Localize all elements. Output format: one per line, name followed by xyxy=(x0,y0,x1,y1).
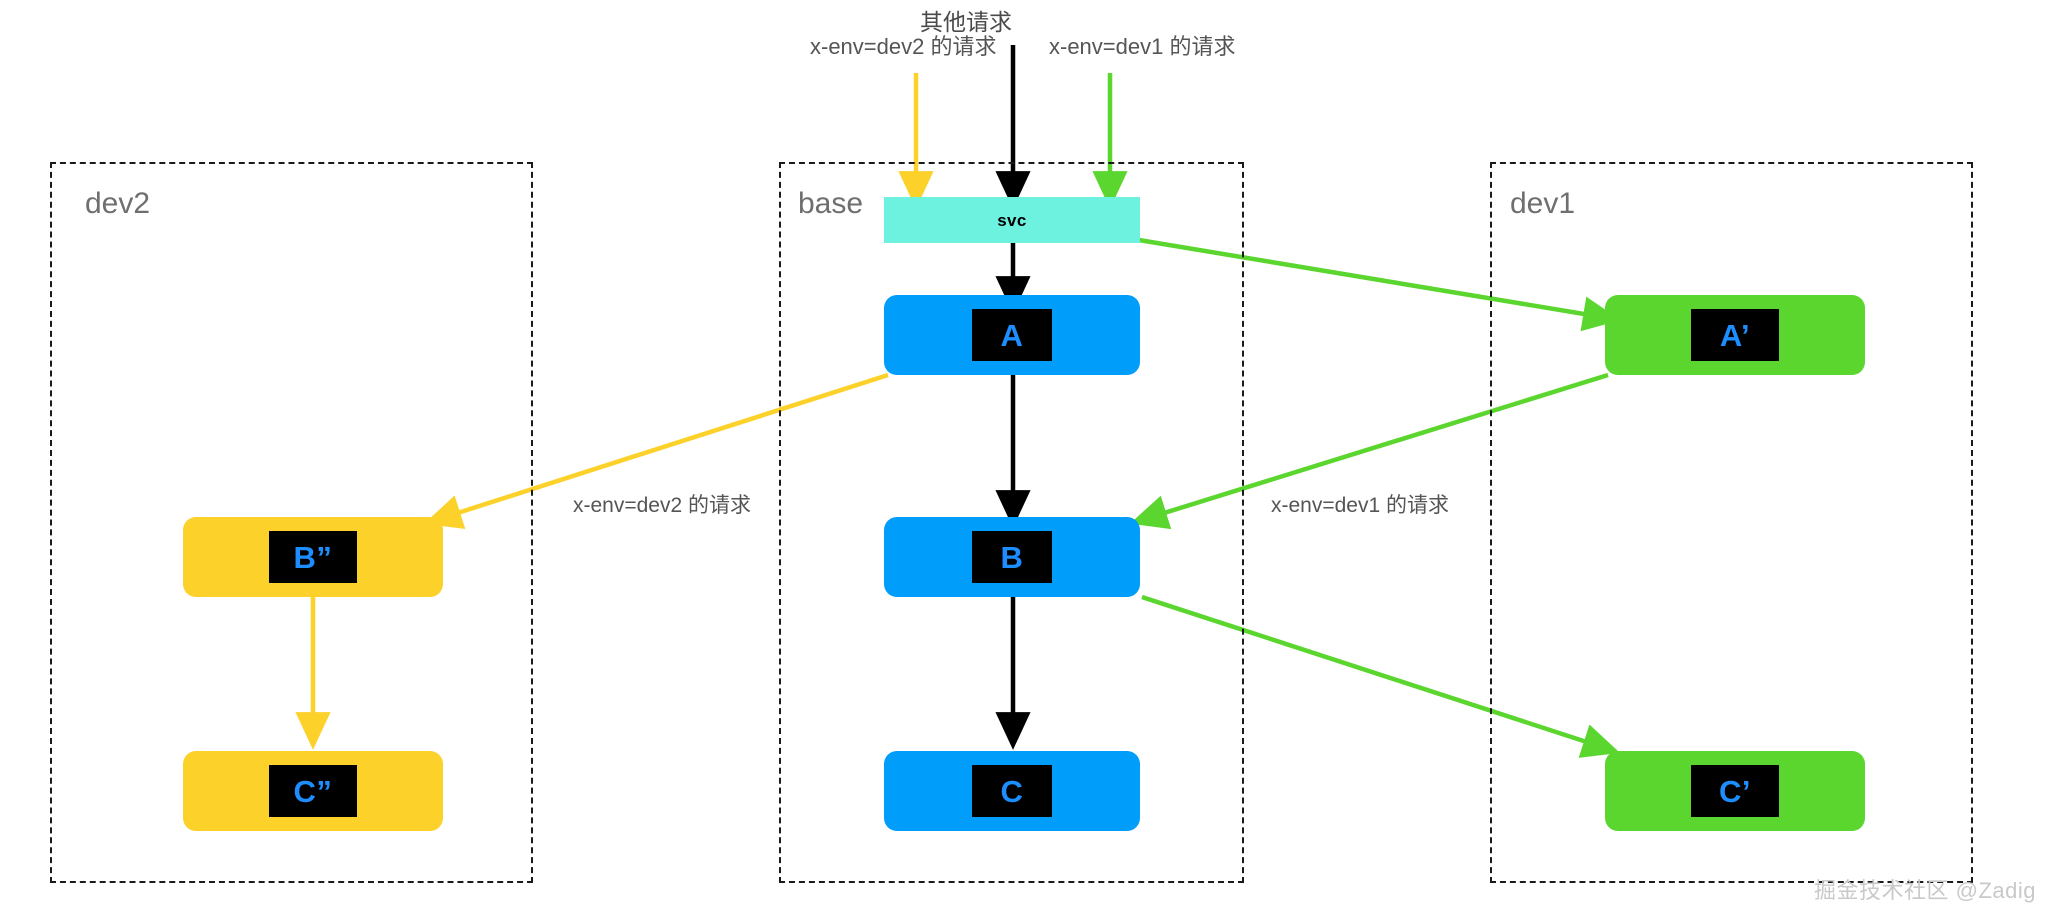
node-dev2-b-label: B” xyxy=(293,539,333,575)
node-base-b-label: B xyxy=(1000,539,1024,575)
node-dev1-a-label: A’ xyxy=(1719,317,1751,353)
node-dev1-c-chip: C’ xyxy=(1691,765,1779,817)
node-dev2-c-label: C” xyxy=(293,773,333,809)
node-base-c-chip: C xyxy=(972,765,1052,817)
env-container-dev1 xyxy=(1490,162,1973,883)
watermark: 掘金技术社区 @Zadig xyxy=(1814,878,2036,903)
node-dev2-c-chip: C” xyxy=(269,765,357,817)
env-label-dev1: dev1 xyxy=(1510,187,1576,220)
node-base-c-label: C xyxy=(1000,773,1024,809)
node-base-a-label: A xyxy=(1000,317,1024,353)
node-base-a-chip: A xyxy=(972,309,1052,361)
node-dev1-a[interactable]: A’ xyxy=(1605,295,1865,375)
edge-label-dev1: x-env=dev1 的请求 xyxy=(1271,494,1449,517)
node-svc-label: svc xyxy=(997,210,1027,230)
env-container-base xyxy=(779,162,1244,883)
node-base-b-chip: B xyxy=(972,531,1052,583)
node-dev1-c[interactable]: C’ xyxy=(1605,751,1865,831)
node-base-a[interactable]: A xyxy=(884,295,1140,375)
node-base-c[interactable]: C xyxy=(884,751,1140,831)
node-svc[interactable]: svc xyxy=(884,197,1140,243)
node-dev2-c[interactable]: C” xyxy=(183,751,443,831)
env-container-dev2 xyxy=(50,162,533,883)
env-label-base: base xyxy=(798,187,864,220)
node-base-b[interactable]: B xyxy=(884,517,1140,597)
node-dev1-c-label: C’ xyxy=(1719,773,1751,809)
node-dev2-b-chip: B” xyxy=(269,531,357,583)
node-dev2-b[interactable]: B” xyxy=(183,517,443,597)
caption-other-requests: 其他请求 xyxy=(920,9,1012,35)
edge-label-dev2: x-env=dev2 的请求 xyxy=(573,494,751,517)
node-dev1-a-chip: A’ xyxy=(1691,309,1779,361)
caption-ingress-dev1: x-env=dev1 的请求 xyxy=(1049,34,1236,59)
caption-ingress-dev2: x-env=dev2 的请求 xyxy=(810,34,997,59)
env-label-dev2: dev2 xyxy=(85,187,151,220)
